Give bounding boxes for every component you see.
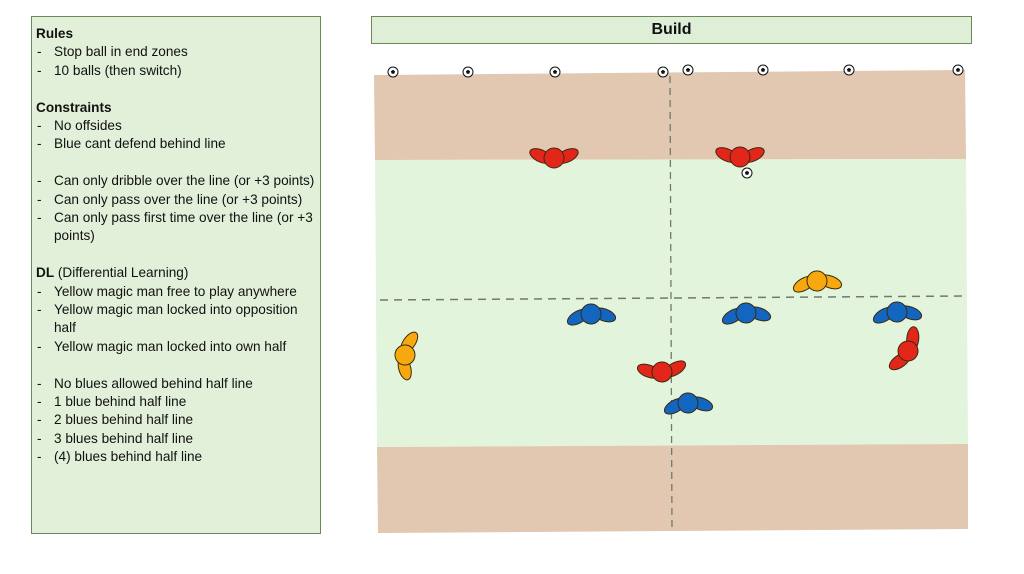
diagram-title: Build <box>371 16 972 44</box>
constraint-item: -Can only dribble over the line (or +3 p… <box>37 173 315 189</box>
dl-item: -2 blues behind half line <box>37 412 194 428</box>
middle-zone <box>375 159 968 447</box>
rules-heading: Rules <box>36 26 74 41</box>
instructions-panel: Rules -Stop ball in end zones -10 balls … <box>31 16 321 534</box>
ball-icon <box>682 64 694 76</box>
constraint-item: -Can only pass over the line (or +3 poin… <box>37 191 303 207</box>
ball-icon <box>741 167 753 179</box>
constraint-item: -No offsides <box>37 118 122 134</box>
ball-icon <box>549 66 561 78</box>
dl-heading: DL (Differential Learning) <box>36 265 189 281</box>
constraints-heading: Constraints <box>36 99 112 115</box>
rule-item: -10 balls (then switch) <box>37 62 182 78</box>
rule-item: -Stop ball in end zones <box>37 44 188 60</box>
ball-icon <box>757 64 769 76</box>
dl-item: -Yellow magic man free to play anywhere <box>37 283 297 299</box>
dl-item: -(4) blues behind half line <box>37 449 203 465</box>
ball-icon <box>657 66 669 78</box>
dl-item: -3 blues behind half line <box>37 430 194 446</box>
dl-item: -Yellow magic man locked into opposition… <box>37 302 298 336</box>
bottom-end-zone <box>377 444 968 533</box>
constraint-item: -Can only pass first time over the line … <box>37 210 313 244</box>
constraint-item: -Blue cant defend behind line <box>37 136 226 152</box>
dl-item: -Yellow magic man locked into own half <box>37 338 287 354</box>
half-line <box>669 75 673 533</box>
ball-icon <box>952 64 964 76</box>
ball-icon <box>387 66 399 78</box>
dl-item: -No blues allowed behind half line <box>37 375 253 391</box>
ball-icon <box>462 66 474 78</box>
ball-icon <box>843 64 855 76</box>
dl-item: -1 blue behind half line <box>37 394 187 410</box>
